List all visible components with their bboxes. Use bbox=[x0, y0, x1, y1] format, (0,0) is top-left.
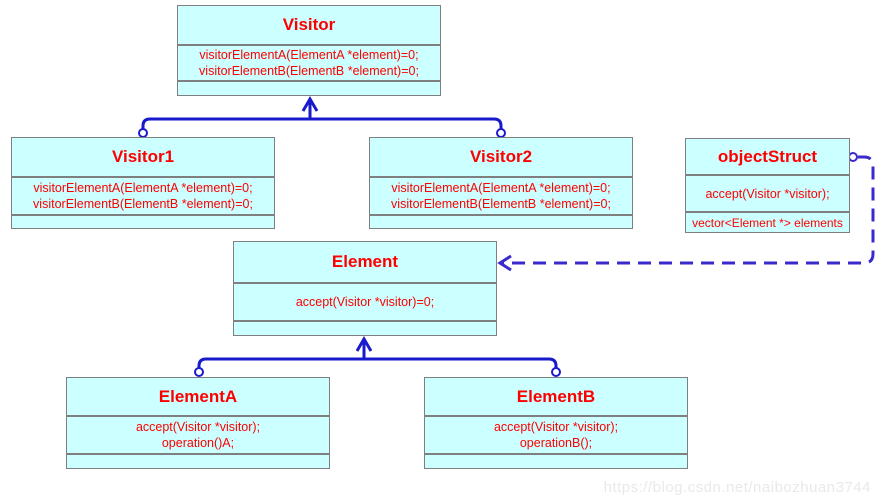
class-box-elementb: ElementB accept(Visitor *visitor); opera… bbox=[424, 377, 688, 469]
attribute-text: vector<Element *> elements bbox=[692, 215, 843, 230]
class-box-visitor2: Visitor2 visitorElementA(ElementA *eleme… bbox=[369, 137, 633, 229]
method-text: operation()A; bbox=[161, 436, 235, 450]
class-title: Visitor bbox=[282, 15, 336, 34]
inheritance-bus-line bbox=[141, 117, 503, 130]
class-title: Visitor2 bbox=[469, 147, 533, 166]
class-box-elementa: ElementA accept(Visitor *visitor); opera… bbox=[66, 377, 330, 469]
method-text: visitorElementA(ElementA *element)=0; bbox=[33, 181, 253, 195]
dependency-arrowhead-icon bbox=[497, 254, 512, 272]
anchor-circle-visitor1 bbox=[138, 128, 148, 138]
class-methods-compartment: accept(Visitor *visitor); bbox=[686, 174, 849, 211]
method-text: accept(Visitor *visitor); bbox=[705, 186, 830, 201]
anchor-circle-elementa bbox=[194, 367, 204, 377]
class-empty-compartment bbox=[234, 320, 496, 335]
method-text: visitorElementA(ElementA *element)=0; bbox=[391, 181, 611, 195]
class-methods-compartment: accept(Visitor *visitor); operationB(); bbox=[425, 415, 687, 453]
inheritance-bus-line bbox=[197, 357, 558, 369]
class-attributes-compartment: vector<Element *> elements bbox=[686, 211, 849, 232]
inheritance-arrowhead-icon bbox=[355, 336, 373, 352]
class-title: Visitor1 bbox=[111, 147, 175, 166]
class-empty-compartment bbox=[12, 214, 274, 228]
method-text: visitorElementB(ElementB *element)=0; bbox=[391, 197, 611, 211]
class-empty-compartment bbox=[67, 453, 329, 468]
method-text: accept(Visitor *visitor)=0; bbox=[295, 295, 435, 309]
method-text: visitorElementA(ElementA *element)=0; bbox=[199, 48, 419, 62]
method-text: visitorElementB(ElementB *element)=0; bbox=[33, 197, 253, 211]
class-title: Element bbox=[331, 252, 399, 271]
class-empty-compartment bbox=[425, 453, 687, 468]
anchor-circle-visitor2 bbox=[496, 128, 506, 138]
inheritance-arrowhead-icon bbox=[301, 96, 319, 112]
generalization-element-tree bbox=[194, 336, 561, 377]
class-box-objectstruct: objectStruct accept(Visitor *visitor); v… bbox=[685, 138, 850, 233]
generalization-visitor-tree bbox=[138, 96, 506, 138]
method-text: operationB(); bbox=[519, 436, 593, 450]
class-box-visitor1: Visitor1 visitorElementA(ElementA *eleme… bbox=[11, 137, 275, 229]
class-empty-compartment bbox=[178, 80, 440, 95]
method-text: accept(Visitor *visitor); bbox=[493, 420, 619, 434]
class-title: ElementB bbox=[516, 386, 596, 406]
class-empty-compartment bbox=[370, 214, 632, 228]
class-title: ElementA bbox=[158, 386, 238, 406]
class-methods-compartment: visitorElementA(ElementA *element)=0; vi… bbox=[370, 176, 632, 214]
anchor-circle-objectstruct bbox=[848, 152, 858, 162]
class-methods-compartment: visitorElementA(ElementA *element)=0; vi… bbox=[12, 176, 274, 214]
class-methods-compartment: accept(Visitor *visitor)=0; bbox=[234, 282, 496, 320]
class-box-visitor: Visitor visitorElementA(ElementA *elemen… bbox=[177, 5, 441, 96]
class-title: objectStruct bbox=[717, 146, 818, 166]
watermark-text: https://blog.csdn.net/naibozhuan3744 bbox=[603, 479, 871, 496]
class-methods-compartment: visitorElementA(ElementA *element)=0; vi… bbox=[178, 44, 440, 80]
method-text: accept(Visitor *visitor); bbox=[135, 420, 261, 434]
class-box-element: Element accept(Visitor *visitor)=0; bbox=[233, 241, 497, 336]
method-text: visitorElementB(ElementB *element)=0; bbox=[199, 64, 419, 78]
anchor-circle-elementb bbox=[551, 367, 561, 377]
class-methods-compartment: accept(Visitor *visitor); operation()A; bbox=[67, 415, 329, 453]
